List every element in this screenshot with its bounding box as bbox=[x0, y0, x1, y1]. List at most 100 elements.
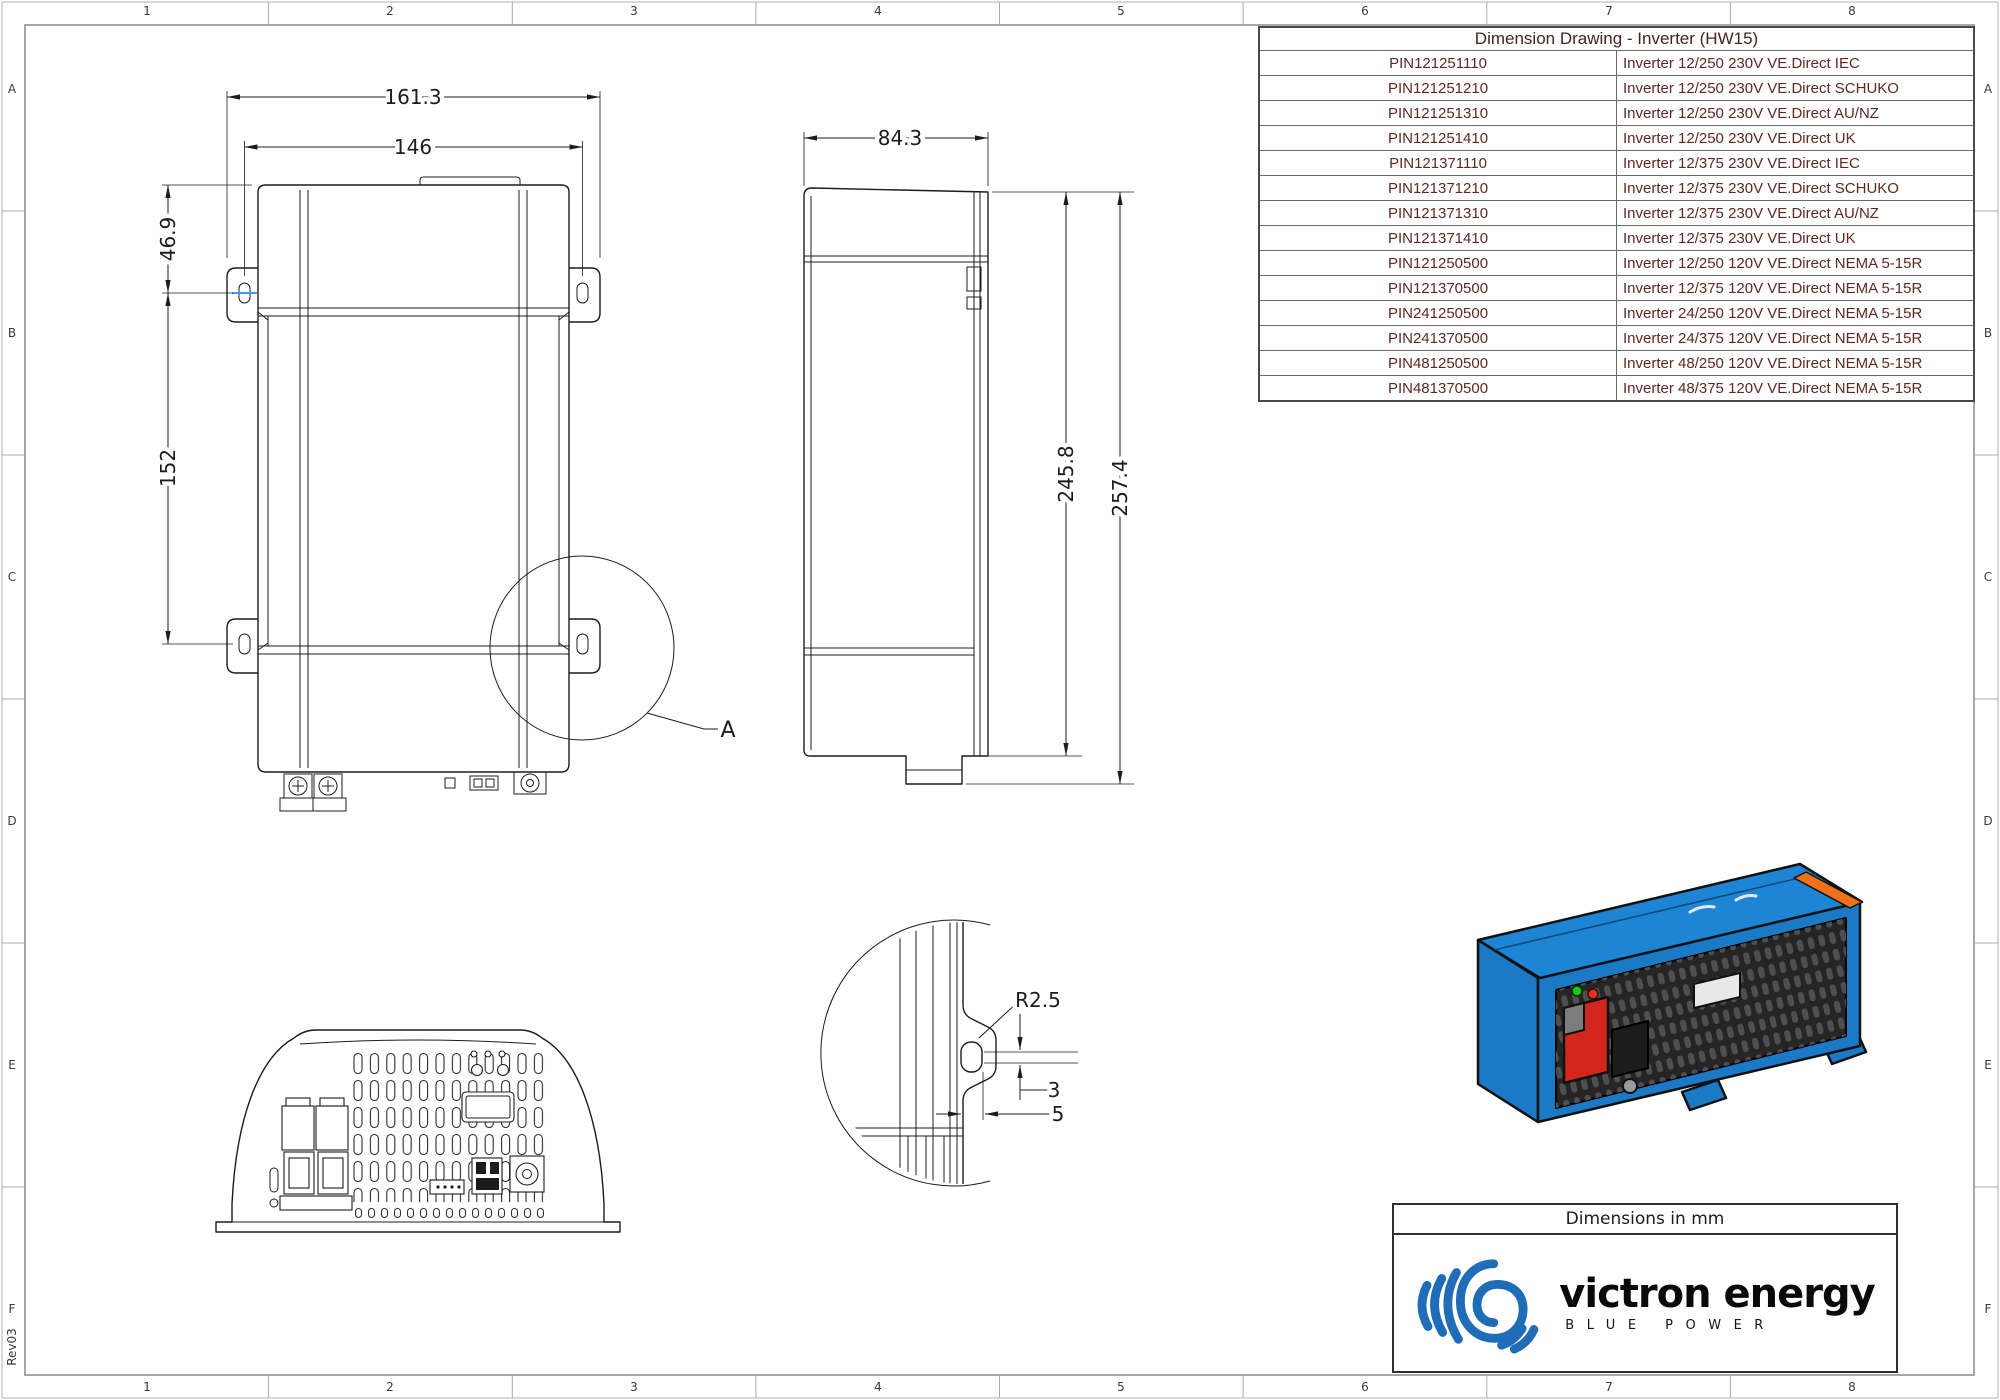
row-label-right: D bbox=[1983, 814, 1993, 828]
part-desc-cell: Inverter 24/375 120V VE.Direct NEMA 5-15… bbox=[1616, 325, 1975, 351]
revision-label: Rev03 bbox=[5, 1328, 19, 1366]
render-label-marks bbox=[1688, 894, 1758, 914]
row-label-right: E bbox=[1984, 1058, 1992, 1072]
detail-a-view: R2.5 3 5 bbox=[820, 919, 1078, 1187]
front-bottom-terminals bbox=[279, 771, 547, 812]
col-label-top: 1 bbox=[143, 4, 151, 18]
brand-tagline: BLUE POWER bbox=[1565, 1317, 1776, 1333]
row-label-left: E bbox=[8, 1058, 16, 1072]
dim-body-height: 245.8 bbox=[1054, 445, 1078, 502]
render-foot bbox=[1680, 1078, 1728, 1112]
detail-circle bbox=[489, 555, 675, 741]
row-label-left: C bbox=[7, 570, 17, 584]
detail-a-label: A bbox=[720, 718, 735, 743]
col-label-top: 3 bbox=[630, 4, 638, 18]
col-label-bottom: 8 bbox=[1848, 1380, 1856, 1394]
dim-overall-width: 161.3 bbox=[384, 85, 441, 109]
render-led-green bbox=[1571, 985, 1583, 997]
col-label-top: 8 bbox=[1848, 4, 1856, 18]
part-number-cell: PIN121251410 bbox=[1258, 125, 1617, 151]
part-number-cell: PIN121371110 bbox=[1258, 150, 1617, 176]
brand-wordmark: victron energy BLUE POWER bbox=[1559, 1270, 1875, 1333]
brand-name: victron energy bbox=[1559, 1270, 1875, 1317]
col-label-bottom: 7 bbox=[1605, 1380, 1613, 1394]
row-label-right: C bbox=[1983, 570, 1993, 584]
mounting-holes bbox=[232, 282, 589, 655]
dim-hole-span: 146 bbox=[394, 135, 432, 159]
part-number-cell: PIN121251110 bbox=[1258, 50, 1617, 76]
part-desc-cell: Inverter 24/250 120V VE.Direct NEMA 5-15… bbox=[1616, 300, 1975, 326]
vent-slot-row bbox=[352, 1206, 548, 1219]
part-number-cell: PIN121371310 bbox=[1258, 200, 1617, 226]
col-label-top: 5 bbox=[1117, 4, 1125, 18]
render-terminal-box bbox=[1611, 1020, 1649, 1078]
col-label-top: 4 bbox=[874, 4, 882, 18]
battery-terminals bbox=[269, 1097, 353, 1211]
part-desc-cell: Inverter 12/250 230V VE.Direct AU/NZ bbox=[1616, 100, 1975, 126]
part-desc-cell: Inverter 12/250 120V VE.Direct NEMA 5-15… bbox=[1616, 250, 1975, 276]
panel-controls bbox=[429, 1050, 545, 1195]
dim-depth: 84.3 bbox=[878, 126, 923, 150]
row-label-left: A bbox=[7, 82, 17, 96]
col-label-top: 6 bbox=[1361, 4, 1369, 18]
render-orange-stripe bbox=[1793, 871, 1863, 909]
part-desc-cell: Inverter 12/250 230V VE.Direct IEC bbox=[1616, 50, 1975, 76]
row-label-right: B bbox=[1983, 326, 1993, 340]
col-label-top: 7 bbox=[1605, 4, 1613, 18]
part-desc-cell: Inverter 12/375 230V VE.Direct UK bbox=[1616, 225, 1975, 251]
part-desc-cell: Inverter 12/250 230V VE.Direct SCHUKO bbox=[1616, 75, 1975, 101]
col-label-bottom: 3 bbox=[630, 1380, 638, 1394]
part-number-cell: PIN121250500 bbox=[1258, 250, 1617, 276]
row-label-left: F bbox=[8, 1302, 16, 1316]
row-label-left: B bbox=[7, 326, 17, 340]
detail-a-dimensions: R2.5 3 5 bbox=[936, 984, 1078, 1131]
row-label-left: D bbox=[7, 814, 17, 828]
product-render bbox=[1476, 862, 1868, 1124]
dim-offset: 5 bbox=[1052, 1102, 1065, 1126]
parts-table-title: Dimension Drawing - Inverter (HW15) bbox=[1258, 26, 1975, 51]
col-label-bottom: 4 bbox=[874, 1380, 882, 1394]
render-display bbox=[1693, 972, 1741, 1009]
part-number-cell: PIN481250500 bbox=[1258, 350, 1617, 376]
part-desc-cell: Inverter 48/375 120V VE.Direct NEMA 5-15… bbox=[1616, 375, 1975, 402]
render-dc-connector-detail bbox=[1563, 1002, 1585, 1036]
part-number-cell: PIN121370500 bbox=[1258, 275, 1617, 301]
part-desc-cell: Inverter 12/375 230V VE.Direct SCHUKO bbox=[1616, 175, 1975, 201]
dim-hole-top-offset: 46.9 bbox=[156, 217, 180, 262]
connection-face-view bbox=[215, 1029, 621, 1233]
part-desc-cell: Inverter 12/375 230V VE.Direct AU/NZ bbox=[1616, 200, 1975, 226]
parts-table-title-row: Dimension Drawing - Inverter (HW15) bbox=[1258, 26, 1975, 51]
side-view-dimensions: 84.3 245.8 257.4 bbox=[803, 122, 1137, 785]
front-view-dimensions: 161.3 146 46.9 152 bbox=[152, 81, 601, 645]
col-label-bottom: 6 bbox=[1361, 1380, 1369, 1394]
col-label-bottom: 1 bbox=[143, 1380, 151, 1394]
dim-hole-pitch: 152 bbox=[156, 449, 180, 487]
part-number-cell: PIN121251310 bbox=[1258, 100, 1617, 126]
col-label-bottom: 5 bbox=[1117, 1380, 1125, 1394]
part-number-cell: PIN121371410 bbox=[1258, 225, 1617, 251]
col-label-bottom: 2 bbox=[386, 1380, 394, 1394]
parts-table: Dimension Drawing - Inverter (HW15) PIN1… bbox=[1258, 26, 1975, 402]
row-label-right: A bbox=[1983, 82, 1993, 96]
col-label-top: 2 bbox=[386, 4, 394, 18]
render-led-red bbox=[1587, 988, 1599, 1000]
part-desc-cell: Inverter 48/250 120V VE.Direct NEMA 5-15… bbox=[1616, 350, 1975, 376]
part-number-cell: PIN121251210 bbox=[1258, 75, 1617, 101]
part-desc-cell: Inverter 12/250 230V VE.Direct UK bbox=[1616, 125, 1975, 151]
units-note: Dimensions in mm bbox=[1394, 1205, 1896, 1235]
part-number-cell: PIN241370500 bbox=[1258, 325, 1617, 351]
dim-radius: R2.5 bbox=[1015, 988, 1061, 1012]
row-label-right: F bbox=[1984, 1302, 1992, 1316]
